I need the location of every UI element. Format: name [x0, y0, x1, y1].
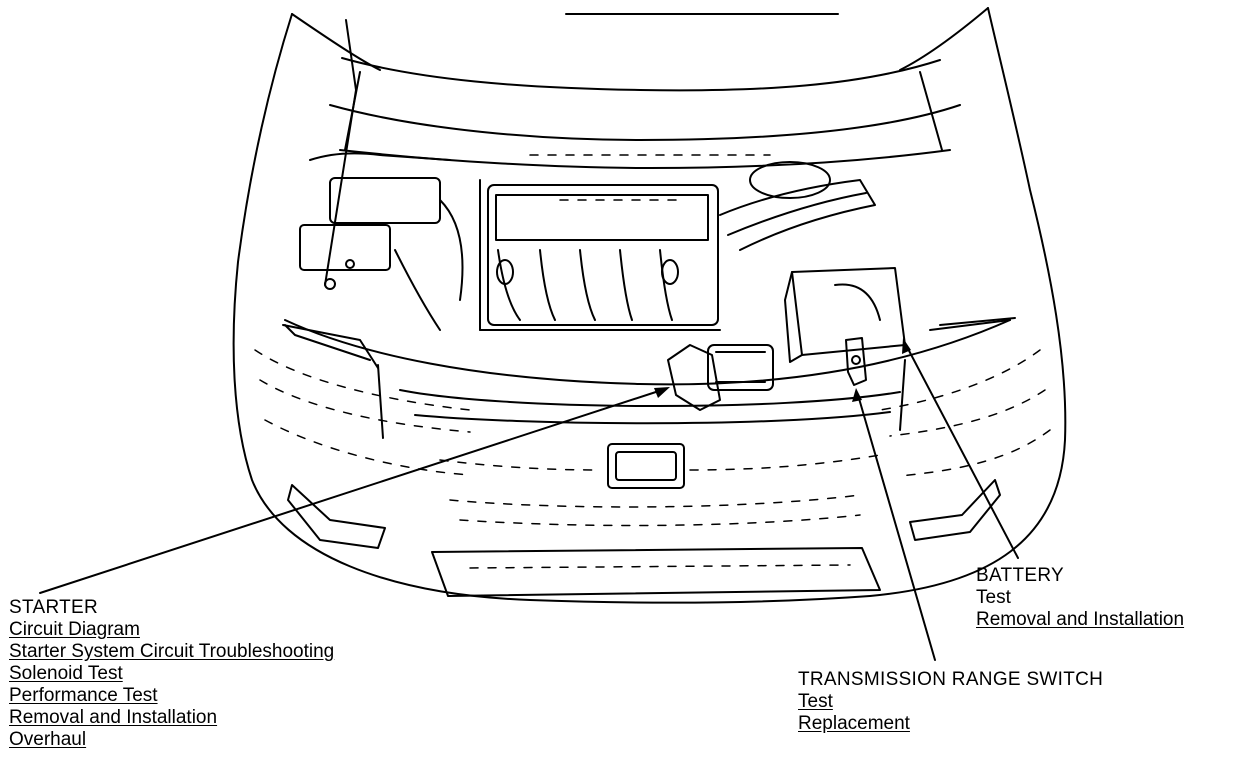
battery-illustration — [784, 267, 906, 363]
trs-replacement-link[interactable]: Replacement — [798, 713, 910, 734]
leader-lines — [39, 344, 1019, 661]
transmission-range-switch-title: TRANSMISSION RANGE SWITCH — [798, 669, 1104, 690]
starter-performance-test-link[interactable]: Performance Test — [9, 685, 158, 706]
battery-callout: BATTERY Test Removal and Installation — [976, 565, 1184, 631]
transmission-range-switch-callout: TRANSMISSION RANGE SWITCH Test Replaceme… — [798, 669, 1103, 735]
starter-arrowhead — [654, 387, 670, 398]
air-intake-duct — [719, 161, 876, 251]
starter-title: STARTER — [9, 597, 99, 618]
front-bumper — [282, 317, 1016, 597]
battery-leader-line — [905, 344, 1019, 559]
starter-solenoid-test-link[interactable]: Solenoid Test — [9, 663, 123, 684]
starter-callout: STARTER Circuit Diagram Starter System C… — [9, 597, 334, 751]
trs-leader-line — [857, 394, 936, 661]
battery-removal-installation-link[interactable]: Removal and Installation — [976, 609, 1185, 630]
contour-dashes — [254, 154, 1051, 569]
transmission-range-switch-illustration — [845, 337, 867, 386]
battery-arrowhead — [902, 338, 911, 354]
starter-leader-line — [39, 389, 663, 594]
starter-overhaul-link[interactable]: Overhaul — [9, 729, 87, 750]
trs-test-link[interactable]: Test — [798, 691, 833, 712]
trs-arrowhead — [852, 388, 862, 402]
starter-removal-installation-link[interactable]: Removal and Installation — [9, 707, 218, 728]
vehicle-body-outline — [232, 7, 1067, 604]
arrowheads — [654, 338, 911, 402]
battery-test-label: Test — [976, 587, 1011, 608]
starter-illustration — [667, 344, 774, 411]
starter-circuit-diagram-link[interactable]: Circuit Diagram — [9, 619, 140, 640]
engine-intake-manifold — [479, 179, 721, 331]
starter-system-circuit-troubleshooting-link[interactable]: Starter System Circuit Troubleshooting — [9, 641, 335, 662]
battery-title: BATTERY — [976, 565, 1064, 586]
left-engine-components — [299, 152, 464, 331]
